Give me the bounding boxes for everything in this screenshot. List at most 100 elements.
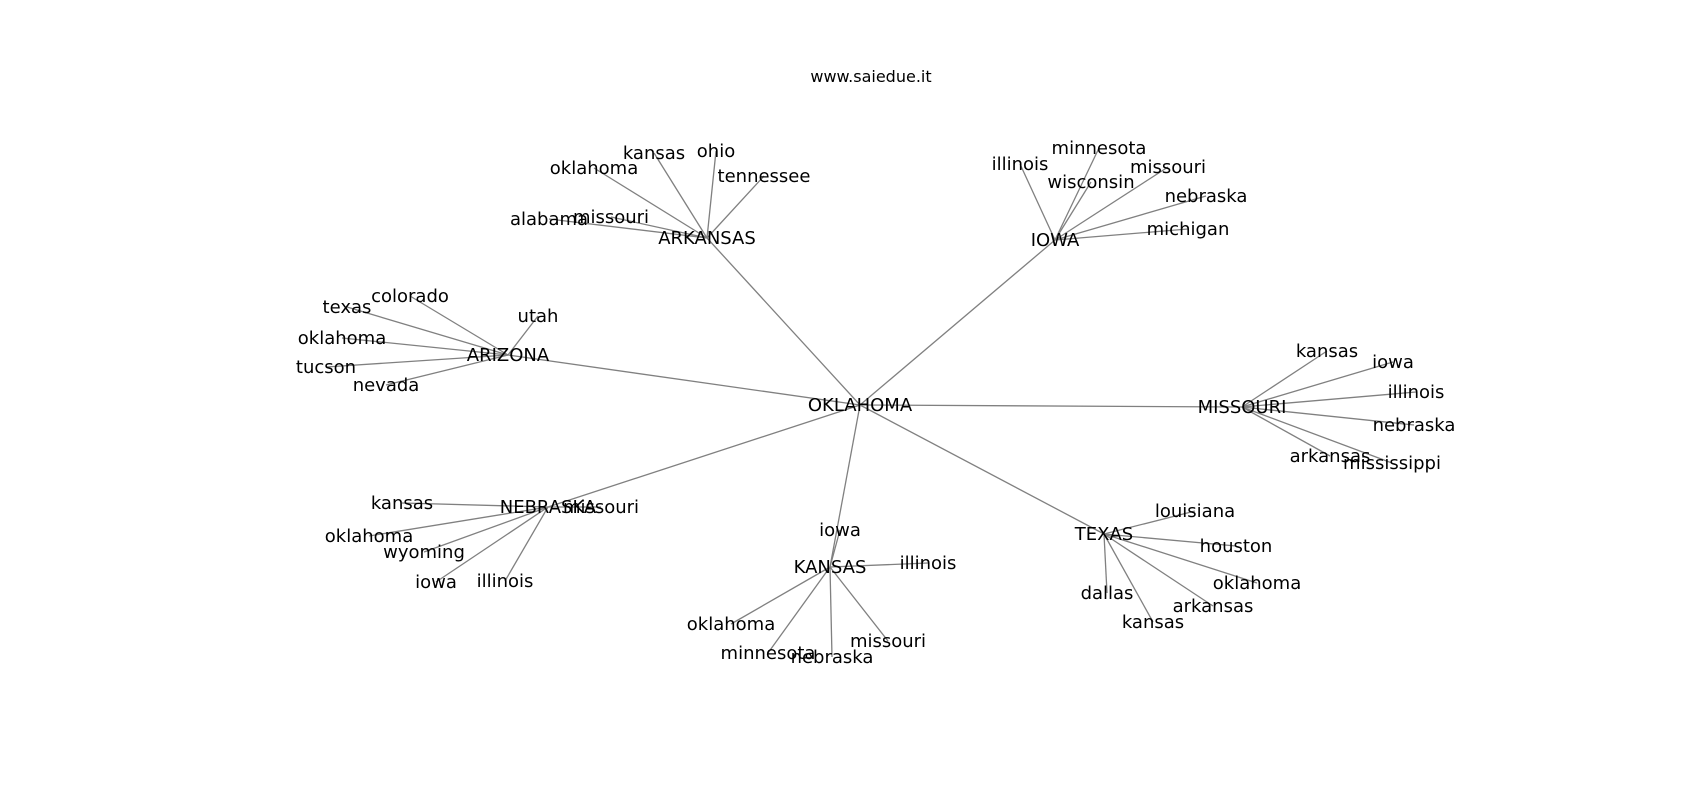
edge-arkansas-kansas — [653, 152, 708, 239]
node-leaf-texas-oklahoma: oklahoma — [1213, 573, 1301, 594]
node-leaf-nebraska-kansas: kansas — [371, 493, 433, 514]
node-leaf-missouri-illinois: illinois — [1388, 382, 1445, 403]
node-center-oklahoma: OKLAHOMA — [808, 395, 913, 416]
node-leaf-texas-houston: houston — [1200, 536, 1273, 557]
edge-missouri-arkansas — [1241, 406, 1331, 457]
node-leaf-arizona-texas: texas — [323, 297, 372, 318]
page-title: www.saiedue.it — [810, 67, 931, 86]
node-leaf-missouri-arkansas: arkansas — [1290, 446, 1371, 467]
edge-missouri-mississippi — [1241, 406, 1393, 464]
node-leaf-kansas-missouri: missouri — [850, 631, 926, 652]
edge-center-kansas — [829, 404, 861, 568]
node-leaf-arizona-utah: utah — [518, 306, 559, 327]
node-leaf-iowa-michigan: michigan — [1147, 219, 1230, 240]
node-leaf-nebraska-iowa: iowa — [415, 572, 457, 593]
node-leaf-missouri-nebraska: nebraska — [1373, 415, 1456, 436]
edge-arizona-utah — [507, 315, 539, 356]
node-leaf-missouri-mississippi: mississippi — [1343, 453, 1441, 474]
edge-texas-kansas — [1103, 533, 1154, 623]
edge-iowa-nebraska — [1054, 195, 1207, 241]
node-leaf-arizona-nevada: nevada — [353, 375, 420, 396]
node-leaf-arkansas-tennessee: tennessee — [718, 166, 811, 187]
node-hub-arizona: ARIZONA — [467, 345, 550, 366]
node-leaf-missouri-kansas: kansas — [1296, 341, 1358, 362]
node-leaf-nebraska-wyoming: wyoming — [383, 542, 465, 563]
edge-texas-louisiana — [1103, 510, 1196, 535]
edge-arkansas-oklahoma — [593, 167, 708, 239]
edge-arkansas-ohio — [706, 150, 717, 239]
edge-center-arkansas — [706, 237, 861, 406]
edge-texas-houston — [1103, 533, 1237, 547]
edge-missouri-nebraska — [1241, 406, 1415, 426]
node-hub-iowa: IOWA — [1031, 230, 1080, 251]
edge-missouri-iowa — [1241, 361, 1394, 408]
edges — [325, 147, 1417, 658]
edge-arizona-colorado — [409, 295, 509, 356]
edge-nebraska-iowa — [435, 506, 549, 583]
edge-iowa-missouri — [1054, 166, 1169, 241]
node-leaf-texas-arkansas: arkansas — [1173, 596, 1254, 617]
node-leaf-nebraska-oklahoma: oklahoma — [325, 526, 413, 547]
edge-texas-dallas — [1103, 533, 1108, 594]
node-leaf-iowa-illinois: illinois — [992, 154, 1049, 175]
node-leaf-texas-kansas: kansas — [1122, 612, 1184, 633]
node-leaf-kansas-minnesota: minnesota — [721, 643, 816, 664]
node-leaf-arizona-colorado: colorado — [371, 286, 449, 307]
node-leaf-nebraska-missouri: missouri — [563, 497, 639, 518]
edge-center-arizona — [507, 354, 861, 406]
edge-center-nebraska — [547, 404, 861, 508]
node-leaf-iowa-nebraska: nebraska — [1165, 186, 1248, 207]
edge-arizona-oklahoma — [341, 337, 509, 356]
node-hub-nebraska: NEBRASKA — [500, 497, 597, 518]
node-leaf-texas-louisiana: louisiana — [1155, 501, 1235, 522]
node-leaf-texas-dallas: dallas — [1081, 583, 1134, 604]
edge-arkansas-tennessee — [706, 175, 765, 239]
edge-texas-arkansas — [1103, 533, 1214, 607]
edge-kansas-iowa — [829, 529, 841, 568]
edge-texas-oklahoma — [1103, 533, 1258, 584]
node-leaf-kansas-nebraska: nebraska — [791, 647, 874, 668]
node-leaf-kansas-oklahoma: oklahoma — [687, 614, 775, 635]
edge-iowa-illinois — [1019, 163, 1056, 241]
edge-kansas-missouri — [829, 566, 889, 642]
edge-arkansas-missouri — [610, 216, 708, 239]
node-leaf-arkansas-ohio: ohio — [697, 141, 735, 162]
node-leaf-kansas-iowa: iowa — [819, 520, 861, 541]
node-leaf-arizona-oklahoma: oklahoma — [298, 328, 386, 349]
node-leaf-arkansas-missouri: missouri — [573, 207, 649, 228]
edge-center-missouri — [859, 404, 1243, 408]
node-leaf-kansas-illinois: illinois — [900, 553, 957, 574]
edge-center-iowa — [859, 239, 1056, 406]
node-hub-missouri: MISSOURI — [1198, 397, 1287, 418]
node-leaf-arkansas-alabama: alabama — [510, 209, 588, 230]
node-leaf-iowa-minnesota: minnesota — [1052, 138, 1147, 159]
node-leaf-arkansas-oklahoma: oklahoma — [550, 158, 638, 179]
node-leaf-arizona-tucson: tucson — [296, 357, 356, 378]
edge-iowa-michigan — [1054, 228, 1189, 241]
edge-nebraska-wyoming — [423, 506, 549, 553]
node-leaf-nebraska-illinois: illinois — [477, 571, 534, 592]
edge-kansas-nebraska — [829, 566, 833, 658]
edge-iowa-wisconsin — [1054, 181, 1092, 241]
node-hub-arkansas: ARKANSAS — [658, 228, 756, 249]
edge-missouri-illinois — [1241, 391, 1417, 408]
edge-nebraska-illinois — [504, 506, 549, 582]
node-leaf-missouri-iowa: iowa — [1372, 352, 1414, 373]
node-leaf-iowa-wisconsin: wisconsin — [1047, 172, 1134, 193]
node-leaf-arkansas-kansas: kansas — [623, 143, 685, 164]
edge-arizona-tucson — [325, 354, 509, 368]
node-hub-texas: TEXAS — [1074, 524, 1133, 545]
edge-missouri-kansas — [1241, 350, 1328, 408]
labels: OKLAHOMAARKANSASalabamamissourioklahomak… — [296, 138, 1456, 668]
node-hub-kansas: KANSAS — [794, 557, 867, 578]
edge-nebraska-oklahoma — [368, 506, 549, 537]
edge-iowa-minnesota — [1054, 147, 1100, 241]
edge-center-texas — [859, 404, 1105, 535]
edge-kansas-minnesota — [767, 566, 831, 654]
node-leaf-iowa-missouri: missouri — [1130, 157, 1206, 178]
edge-arizona-nevada — [385, 354, 509, 386]
edge-kansas-oklahoma — [730, 566, 831, 625]
edge-kansas-illinois — [829, 562, 929, 568]
edge-nebraska-kansas — [401, 502, 549, 508]
